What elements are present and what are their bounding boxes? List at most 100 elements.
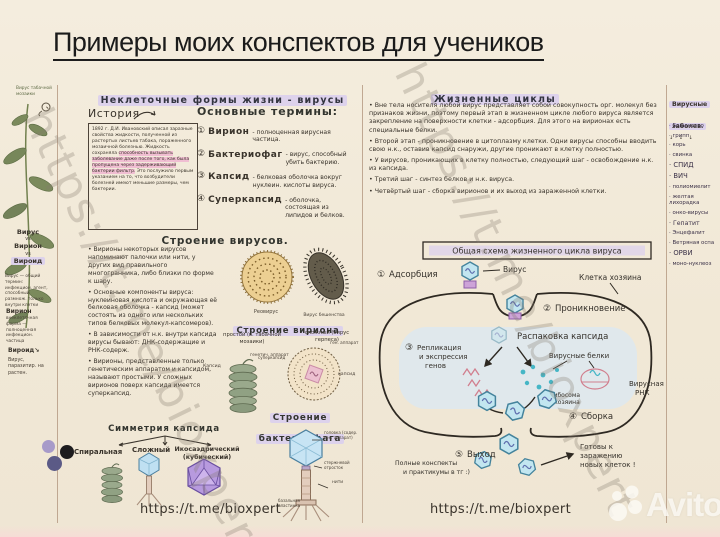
ribosome-label-2: хозяина: [554, 399, 580, 406]
term-number: ③: [197, 171, 206, 182]
step4-number: ④: [569, 412, 577, 422]
photo-edge: [0, 525, 720, 537]
vs-viroid: Вироид: [10, 256, 46, 265]
complex-virion-title: сложный (вирус герпеса): [304, 330, 350, 343]
icosahedron-drawing: [187, 458, 221, 496]
term-definition: - оболочка, состоящая из липидов и белко…: [285, 196, 345, 219]
vs-virion: Вирион: [14, 242, 42, 251]
step2-number: ②: [543, 304, 551, 314]
page-title: Примеры моих конспектов для учеников: [53, 27, 544, 61]
virus-icon-penetration: [506, 294, 524, 314]
capsid-label: Капсид: [203, 364, 221, 369]
structure-bullet: Основные компоненты вируса: нуклеиновая …: [88, 289, 218, 329]
ready-label-2: заражению: [580, 452, 622, 460]
term-number: ②: [197, 148, 206, 159]
term-item: ① Вирион - полноценная вирусная частица.: [197, 127, 353, 144]
term-number: ④: [197, 194, 206, 205]
step5-number: ⑤: [455, 450, 463, 460]
capsid-symmetry-title: Симметрия капсида: [108, 424, 220, 434]
phage-label-lines: [312, 439, 329, 489]
genetic-apparatus-2-label: ген. аппарат: [330, 340, 359, 345]
curve-arrow-icon: [133, 110, 156, 120]
viroid-label: Вироид↘: [8, 347, 40, 354]
assembled-virion: [477, 390, 497, 412]
ready-label-3: новых клеток !: [580, 461, 636, 469]
step4-label: Сборка: [581, 412, 613, 422]
unpacking-label: Распаковка капсида: [517, 332, 608, 342]
cycle-bullet: Четвёртый шаг - сборка вирионов и их вых…: [369, 188, 661, 196]
virus-icon-adsorption: [461, 261, 479, 281]
symmetry-type-icosahedral: Икосаэдрический (кубический): [174, 446, 240, 461]
diagram-title: Общая схема жизненного цикла вируса: [452, 247, 622, 256]
full-notes-line-2: и практикумы в тг :): [403, 469, 470, 476]
term-definition: - вирус, способный убить бактерию.: [285, 151, 347, 166]
cycle-bullet: Третий шаг - синтез белков и н.к. вируса…: [369, 176, 661, 184]
disease-item: ВИЧ: [669, 172, 717, 181]
avito-wordmark: Avito: [646, 486, 720, 523]
symmetry-type-complex: Сложный: [132, 446, 171, 454]
term-item: ③ Капсид - белковая оболочка вокруг нукл…: [197, 172, 353, 189]
disease-item: грипп: [669, 133, 717, 139]
virus-structure-title: Строение вирусов.: [161, 235, 289, 247]
virus-structure-bullets: Вирионы некоторых вирусов напоминают пал…: [88, 246, 218, 401]
ribosome-label-1: Рибосома: [550, 392, 580, 399]
tobacco-plant-drawing: [2, 102, 54, 329]
genetic-apparatus-label: генетич. аппарат: [250, 352, 289, 357]
virus-label: Вирус: [503, 265, 526, 274]
term-definition: - полноценная вирусная частица.: [252, 128, 331, 144]
herpes-virus-drawing: [287, 347, 341, 401]
simple-virion-title: простой (в. табачной мозаики): [223, 332, 281, 345]
right-page-header: Жизненные циклы: [395, 87, 595, 106]
exiting-virion: [516, 456, 538, 478]
disease-item: Бешенство: [669, 123, 717, 129]
disease-item: СПИД: [669, 161, 717, 170]
spine-line: [362, 85, 363, 523]
avito-watermark: Avito: [604, 484, 720, 526]
margin-line-left: [57, 85, 58, 523]
disease-item: Энцефалит: [669, 230, 717, 236]
structure-bullet: В зависимости от н.к. внутри капсида вир…: [88, 331, 218, 355]
vs-virus: Вирус: [16, 228, 40, 236]
plant-label: Вирус табачной мозаики: [16, 86, 52, 97]
rabies-virus-label: Вирус бешенства: [303, 313, 345, 318]
viroid-definition-note: Вирус, паразитир. на растен.: [8, 358, 44, 376]
viroid-arrow-icon: ↘: [34, 347, 40, 354]
virion-structure-title: Строение вириона: [218, 318, 358, 337]
step2-label: Проникновение: [555, 304, 626, 314]
exiting-virion: [499, 433, 519, 455]
terms-title: Основные термины:: [197, 105, 338, 118]
rabies-virus-drawing: [303, 247, 349, 305]
virus-definition-note: Вирус — общий термин: инфекцион. агент, …: [5, 274, 48, 308]
capsid-2-label: капсид: [338, 372, 356, 377]
virion-label: Вирион: [6, 308, 32, 315]
cycle-bullet: Вне тела носителя любой вирус представля…: [369, 102, 661, 135]
virus-icon-unpacking: [491, 326, 507, 344]
step3-number: ③: [405, 343, 413, 353]
viral-proteins-label: Вирусные белки: [549, 352, 609, 360]
term-word: Бактериофаг: [208, 149, 283, 160]
viral-diseases-list: Бешенство грипп корь свинка СПИД ВИЧ пол…: [669, 123, 717, 271]
reovirus-label: Реовирус: [253, 309, 279, 315]
disease-item: желтая лихорадка: [669, 194, 717, 206]
term-number: ①: [197, 126, 206, 136]
disease-item: свинка: [669, 152, 717, 158]
life-cycle-bullets: Вне тела носителя любой вирус представля…: [369, 102, 661, 199]
vs-sep-2: vs: [25, 250, 31, 257]
slate-dot: [47, 456, 62, 471]
disease-item: полиомиелит: [669, 184, 717, 190]
life-cycle-diagram: Общая схема жизненного цикла вируса ① Ад…: [377, 241, 664, 478]
term-word: Капсид: [208, 172, 250, 183]
term-item: ④ Суперкапсид - оболочка, состоящая из л…: [197, 195, 353, 219]
step3-line3: генов: [425, 362, 446, 370]
term-word: Вирион: [208, 127, 250, 137]
spiral-capsid-small-drawing: [101, 463, 123, 503]
left-page-header: Неклеточные формы жизни - вирусы: [95, 88, 350, 107]
history-box: 1892 г. Д.И. Ивановский описал заразные …: [88, 123, 198, 230]
phage-head-label: головка (содер. ген. аппарат): [324, 430, 358, 440]
viral-rna-label-1: Вирусная: [629, 380, 664, 388]
phage-rod-label: стержневой отросток: [324, 460, 350, 470]
disease-item: Гепатит: [669, 220, 717, 227]
virus-vs-virion-note: Вирус vs Вирион vs Вироид: [4, 228, 52, 265]
history-text-pre: 1892 г. Д.И. Ивановский описал заразные …: [92, 127, 193, 157]
